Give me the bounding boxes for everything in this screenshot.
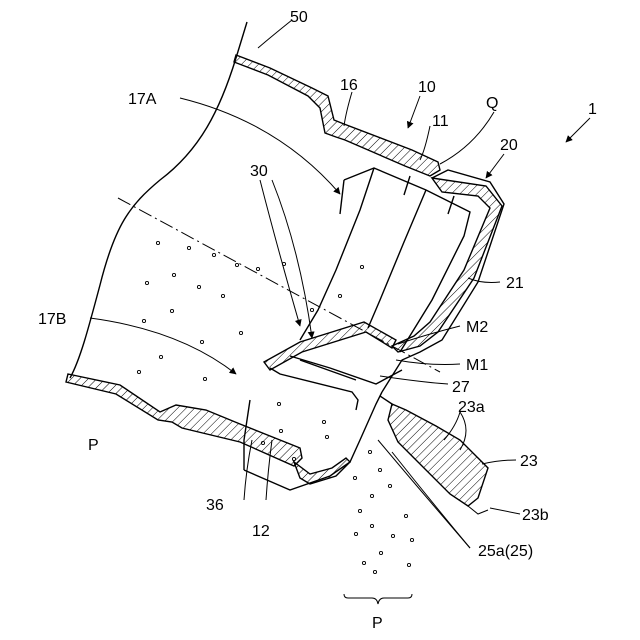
label-23: 23 xyxy=(520,453,538,470)
particles-falling xyxy=(353,450,413,573)
label-10: 10 xyxy=(418,79,436,96)
label-21: 21 xyxy=(506,275,524,292)
container-lower-wall xyxy=(66,374,302,466)
label-23a: 23a xyxy=(458,399,485,416)
label-17b: 17B xyxy=(38,311,66,328)
label-36: 36 xyxy=(206,497,224,514)
label-q: Q xyxy=(486,95,498,112)
inner-compartment xyxy=(300,168,470,352)
label-23b: 23b xyxy=(522,507,549,524)
label-m1: M1 xyxy=(466,357,488,374)
particles-container xyxy=(137,241,363,380)
container-upper-wall xyxy=(234,55,440,176)
label-1: 1 xyxy=(588,101,597,118)
label-p-left: P xyxy=(88,437,99,454)
label-27: 27 xyxy=(452,379,470,396)
label-11: 11 xyxy=(432,113,449,130)
label-p-bottom: P xyxy=(372,615,383,632)
label-16: 16 xyxy=(340,77,358,94)
bracket-p xyxy=(344,594,412,604)
label-30: 30 xyxy=(250,163,268,180)
label-17a: 17A xyxy=(128,91,157,108)
label-25a: 25a(25) xyxy=(478,543,533,560)
label-12: 12 xyxy=(252,523,270,540)
label-50: 50 xyxy=(290,9,308,26)
label-20: 20 xyxy=(500,137,518,154)
label-m2: M2 xyxy=(466,319,488,336)
container-outline xyxy=(70,22,247,378)
